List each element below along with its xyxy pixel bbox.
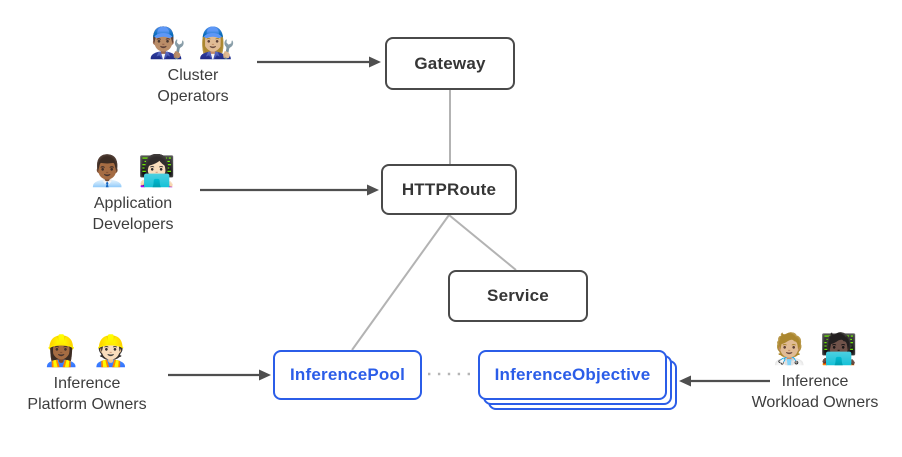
persona-application-developers: 👨🏾‍💼 👩🏻‍💻 Application Developers	[43, 153, 223, 235]
persona-inference-workload-owners: 🧑🏼‍⚕️ 🧑🏿‍💻 Inference Workload Owners	[725, 331, 902, 413]
node-inferencepool[interactable]: InferencePool	[273, 350, 422, 400]
node-service[interactable]: Service	[448, 270, 588, 322]
persona-inference-platform-owners: 👷🏾‍♀️ 👷🏻 Inference Platform Owners	[0, 333, 177, 415]
application-developers-icon: 👨🏾‍💼 👩🏻‍💻	[88, 155, 178, 188]
cluster-operators-icon: 👨🏽‍🔧 👩🏼‍🔧	[148, 27, 238, 60]
persona-label-line2: Operators	[157, 88, 229, 105]
inference-platform-owners-icon: 👷🏾‍♀️ 👷🏻	[42, 335, 132, 368]
arrow-application-developers-to-httproute	[200, 184, 379, 196]
arrow-cluster-operators-to-gateway	[257, 56, 381, 68]
persona-label-line2: Developers	[92, 216, 174, 233]
inference-workload-owners-icon: 🧑🏼‍⚕️ 🧑🏿‍💻	[770, 333, 860, 366]
persona-label-line2: Workload Owners	[751, 394, 879, 411]
persona-label-line1: Application	[93, 195, 173, 212]
node-gateway[interactable]: Gateway	[385, 37, 515, 90]
arrow-platform-owners-to-inferencepool	[168, 369, 271, 381]
inferenceobjective-stack-front[interactable]: InferenceObjective	[478, 350, 667, 400]
persona-label-line1: Inference	[53, 375, 121, 392]
node-httproute[interactable]: HTTPRoute	[381, 164, 517, 215]
node-inferenceobjective-label: InferenceObjective	[494, 365, 651, 384]
edge-httproute-inferencepool	[351, 214, 450, 351]
node-service-label: Service	[487, 286, 549, 305]
persona-label-line1: Cluster	[167, 67, 219, 84]
node-httproute-label: HTTPRoute	[401, 179, 497, 199]
edge-httproute-service	[448, 214, 517, 271]
node-inferencepool-label: InferencePool	[289, 365, 406, 384]
persona-cluster-operators: 👨🏽‍🔧 👩🏼‍🔧 Cluster Operators	[103, 25, 283, 107]
node-gateway-label: Gateway	[414, 53, 486, 73]
persona-label-line1: Inference	[781, 373, 849, 390]
arrow-workload-owners-to-inferenceobjective	[679, 375, 770, 387]
persona-label-line2: Platform Owners	[27, 396, 147, 413]
